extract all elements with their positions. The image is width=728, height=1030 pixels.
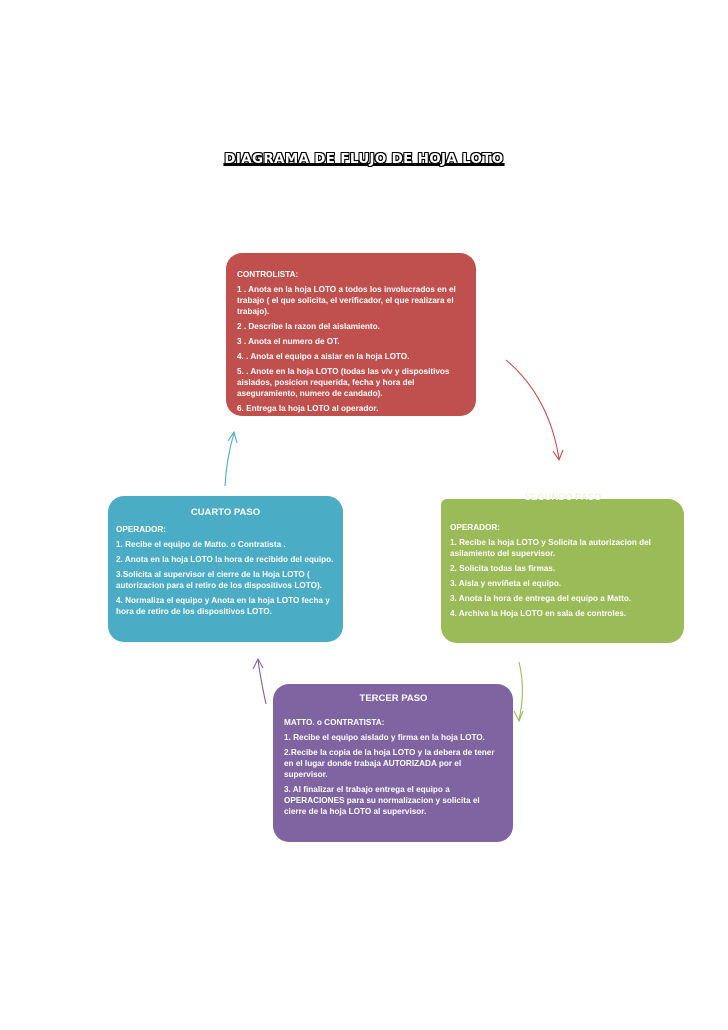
arrowhead-fourth-to-first <box>227 430 238 444</box>
step-line: 1. Recibe el equipo de Matto. o Contrati… <box>116 540 286 549</box>
step-heading: CONTROLISTA: <box>237 270 299 279</box>
step-line: 4. Archiva la Hoja LOTO en sala de contr… <box>450 609 627 618</box>
step-heading: OPERADOR: <box>116 525 167 534</box>
step-line: 1 . Anota en la hoja LOTO a todos los in… <box>237 285 456 316</box>
step-line: 4. . Anota el equipo a aislar en la hoja… <box>237 352 410 361</box>
step-line: 4. Normaliza el equipo y Anota en la hoj… <box>116 596 330 616</box>
arrow-third-to-fourth <box>257 659 267 705</box>
step-line: 6. Entrega la hoja LOTO al operador. <box>237 404 379 413</box>
diagram-title: DIAGRAMA DE FLUJO DE HOJA LOTO <box>224 151 504 167</box>
step-line: 3. Aisla y envíñeta el equipo. <box>450 579 562 588</box>
arrow-second-to-third <box>518 661 523 721</box>
step-line: 1. Recibe la hoja LOTO y Solicita la aut… <box>450 538 651 558</box>
step-title: TERCER PASO <box>359 693 428 704</box>
step-line: 2 . Describe la razon del aislamiento. <box>237 322 380 331</box>
arrow-first-to-second <box>505 359 560 460</box>
step-controlista-box: CONTROLISTA: 1 . Anota en la hoja LOTO a… <box>226 253 476 416</box>
step-line: 2.Recibe la copia de la hoja LOTO y la d… <box>284 748 495 779</box>
step-cuarto-paso-box: CUARTO PASO OPERADOR: 1. Recibe el equip… <box>108 496 343 642</box>
step-heading: OPERADOR: <box>450 523 501 532</box>
step-line: 3. Al finalizar el trabajo entrega el eq… <box>284 785 480 816</box>
arrowhead-first-to-second <box>552 449 564 462</box>
step-line: 1. Recibe el equipo aislado y firma en l… <box>284 733 485 742</box>
arrowhead-third-to-fourth <box>252 657 264 670</box>
step-line: 2. Solicita todas las firmas. <box>450 564 556 573</box>
step-line: 2. Anota en la hoja LOTO la hora de reci… <box>116 555 334 564</box>
step-line: 3.Solicita al supervisor el cierre de la… <box>116 570 322 590</box>
step-title: CUARTO PASO <box>190 507 261 518</box>
step-heading: MATTO. o CONTRATISTA: <box>284 718 385 727</box>
step-line: 3. Anota la hora de entrega del equipo a… <box>450 594 632 603</box>
step-line: 5. . Anote en la hoja LOTO (todas las v/… <box>237 367 450 398</box>
step-title: SEGUNDO PASO <box>524 492 602 503</box>
step-segundo-paso-box: SEGUNDO PASO OPERADOR: 1. Recibe la hoja… <box>441 492 684 643</box>
step-line: 3 . Anota el numero de OT. <box>237 337 340 346</box>
arrow-fourth-to-first <box>224 432 235 487</box>
step-tercer-paso-box: TERCER PASO MATTO. o CONTRATISTA: 1. Rec… <box>273 684 513 842</box>
arrowhead-second-to-third <box>513 710 524 723</box>
